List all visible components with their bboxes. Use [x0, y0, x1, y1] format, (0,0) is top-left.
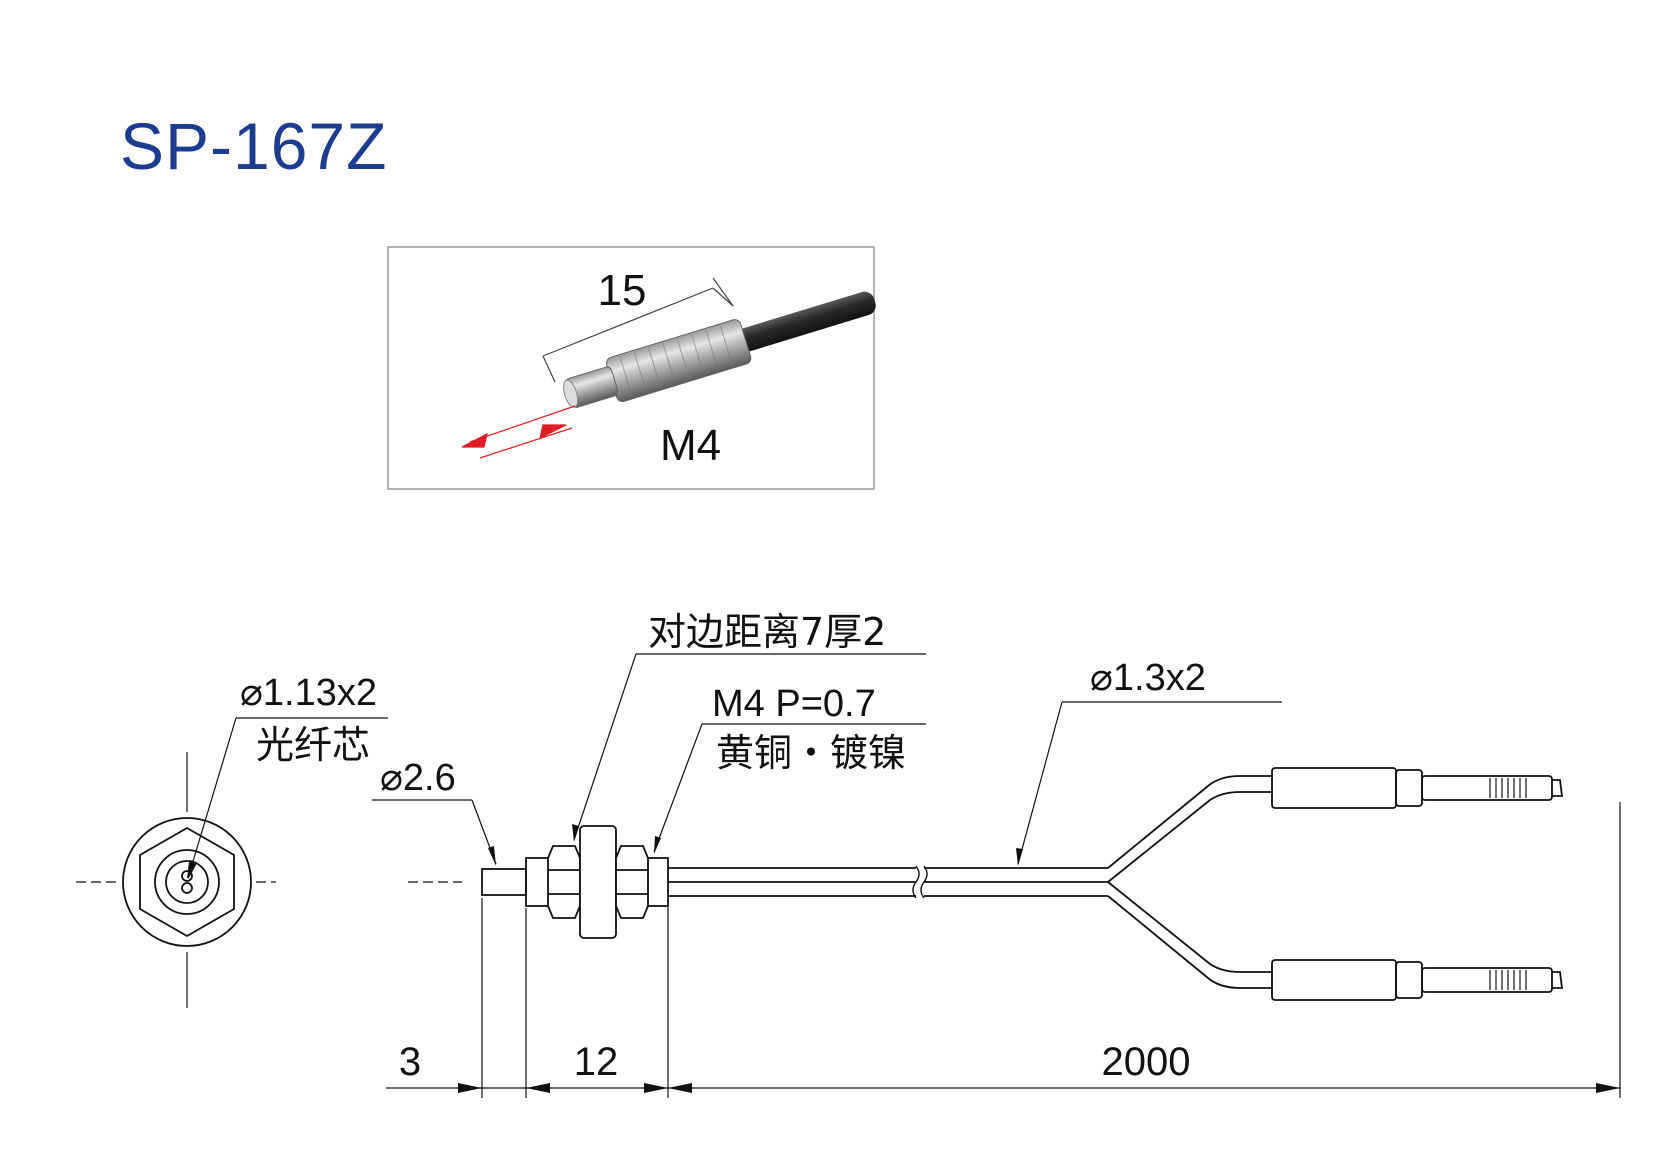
nut-spec-label: 对边距离7厚2	[648, 610, 886, 654]
hex-nut-outline	[139, 826, 235, 938]
nut-outer-circle	[122, 817, 252, 947]
hex-nut-right	[615, 845, 649, 919]
cable-branch-upper	[1107, 775, 1272, 869]
cable-branch-lower	[1107, 881, 1272, 973]
sensor-tip	[481, 868, 527, 896]
photo-sensor-body	[563, 319, 752, 408]
fiber-core-dia-label: ⌀1.13x2	[240, 672, 377, 714]
connector-upper-tip	[1421, 775, 1553, 801]
tip-length-label: 3	[399, 1040, 421, 1084]
cable-break-left	[912, 865, 920, 899]
leader-arrowheads	[488, 824, 1023, 866]
product-photo: 15 M4	[387, 246, 876, 490]
washer	[579, 825, 617, 939]
photo-cable	[730, 291, 876, 354]
side-view	[408, 767, 1564, 1001]
dimension-arrowheads	[458, 1083, 1620, 1093]
side-view-leaders	[372, 653, 1282, 865]
photo-thread-label: M4	[660, 421, 721, 470]
hex-nut-left	[547, 845, 581, 919]
photo-dim-15	[542, 277, 734, 383]
fiber-core-1	[181, 870, 193, 882]
front-view	[76, 717, 388, 1008]
connector-upper-body	[1271, 767, 1397, 809]
cable-length-label: 2000	[1102, 1040, 1191, 1084]
tip-dia-label: ⌀2.6	[380, 757, 456, 799]
thread-length-label: 12	[574, 1040, 619, 1084]
page-title: SP-167Z	[120, 109, 388, 183]
material-label: 黄铜・镀镍	[716, 731, 906, 775]
fiber-core-2	[181, 882, 193, 894]
connector-lower-body	[1271, 959, 1397, 1001]
cable-dia-label: ⌀1.3x2	[1090, 657, 1206, 699]
fiber-core-text: 光纤芯	[256, 723, 370, 767]
thread-spec-label: M4 P=0.7	[712, 683, 876, 725]
connector-lower-tip	[1421, 967, 1553, 993]
light-beam-arrows	[461, 405, 576, 459]
arrow-in-icon	[539, 424, 567, 440]
bottom-dimensions	[386, 802, 1621, 1098]
photo-dim-15-label: 15	[598, 266, 647, 315]
arrow-out-icon	[461, 432, 488, 448]
